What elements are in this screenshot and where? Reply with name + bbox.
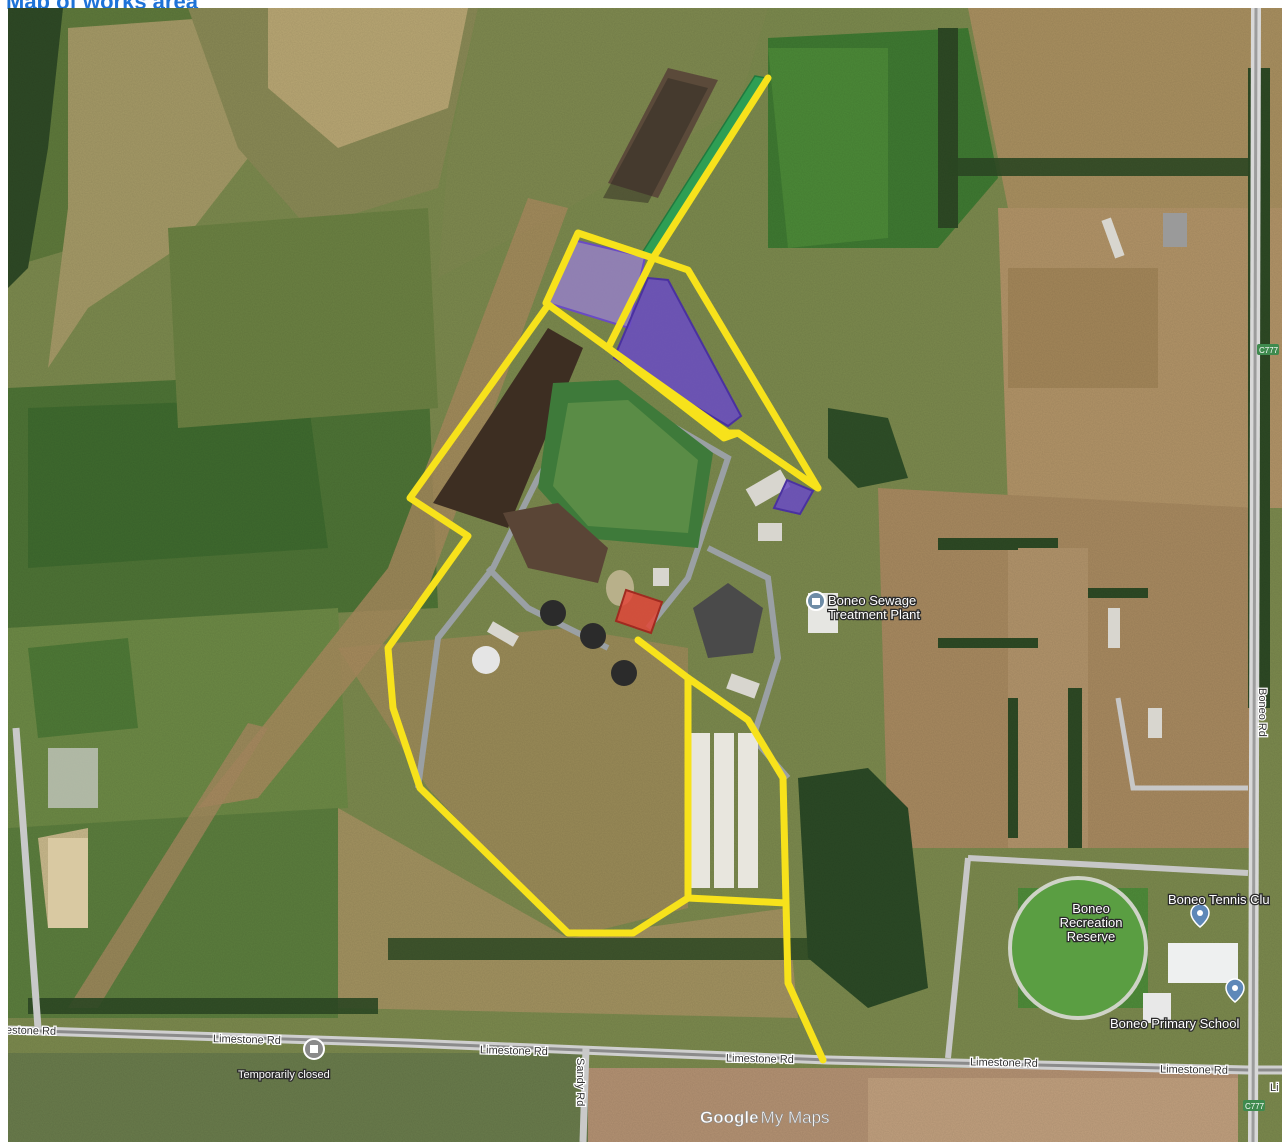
purple-zone-square[interactable] — [772, 478, 815, 516]
sewage-plant-label-1: Boneo Sewage — [828, 593, 916, 608]
limestone-rd-label: Limestone Rd — [480, 1044, 548, 1058]
sandy-rd-label: Sandy Rd — [574, 1058, 586, 1106]
limestone-rd-label: Limestone Rd — [213, 1033, 281, 1047]
satellite-map: Boneo Sewage Treatment Plant Boneo Recre… — [8, 8, 1282, 1142]
red-zone[interactable] — [614, 588, 664, 635]
highway-badge: C777 — [1257, 344, 1279, 355]
map-view[interactable]: Boneo Sewage Treatment Plant Boneo Recre… — [8, 8, 1282, 1142]
sewage-plant-label-2: Treatment Plant — [828, 607, 920, 622]
limestone-rd-label: Limestone Rd — [970, 1056, 1038, 1069]
location-pin-icon[interactable] — [1225, 978, 1245, 1003]
svg-text:C777: C777 — [1259, 346, 1279, 355]
reserve-label-2: Recreation — [1060, 915, 1123, 930]
primary-school-label: Boneo Primary School — [1110, 1016, 1239, 1031]
building-pin-icon[interactable] — [806, 591, 826, 611]
reserve-label-3: Reserve — [1067, 929, 1115, 944]
road-network — [8, 8, 1282, 1142]
temporarily-closed-label: Temporarily closed — [238, 1069, 330, 1081]
svg-text:C777: C777 — [1245, 1102, 1265, 1111]
li-road-label: Li — [1270, 1082, 1279, 1094]
location-pin-icon[interactable] — [1190, 903, 1210, 928]
reserve-label-1: Boneo — [1072, 901, 1110, 916]
sports-oval — [1008, 876, 1148, 1020]
closed-pin-icon[interactable] — [303, 1038, 325, 1060]
limestone-rd-label: Limestone Rd — [726, 1053, 794, 1066]
tennis-club-label: Boneo Tennis Clu — [1168, 892, 1270, 907]
works-area-boundary — [384, 74, 827, 1064]
purple-zone-triangle[interactable] — [612, 276, 743, 428]
highway-badge: C777 — [1243, 1100, 1265, 1111]
limestone-rd-label: estone Rd — [8, 1024, 56, 1037]
limestone-rd-label: Limestone Rd — [1160, 1064, 1228, 1077]
boneo-rd-label: Boneo Rd — [1256, 688, 1268, 737]
long-sheds — [690, 733, 758, 888]
